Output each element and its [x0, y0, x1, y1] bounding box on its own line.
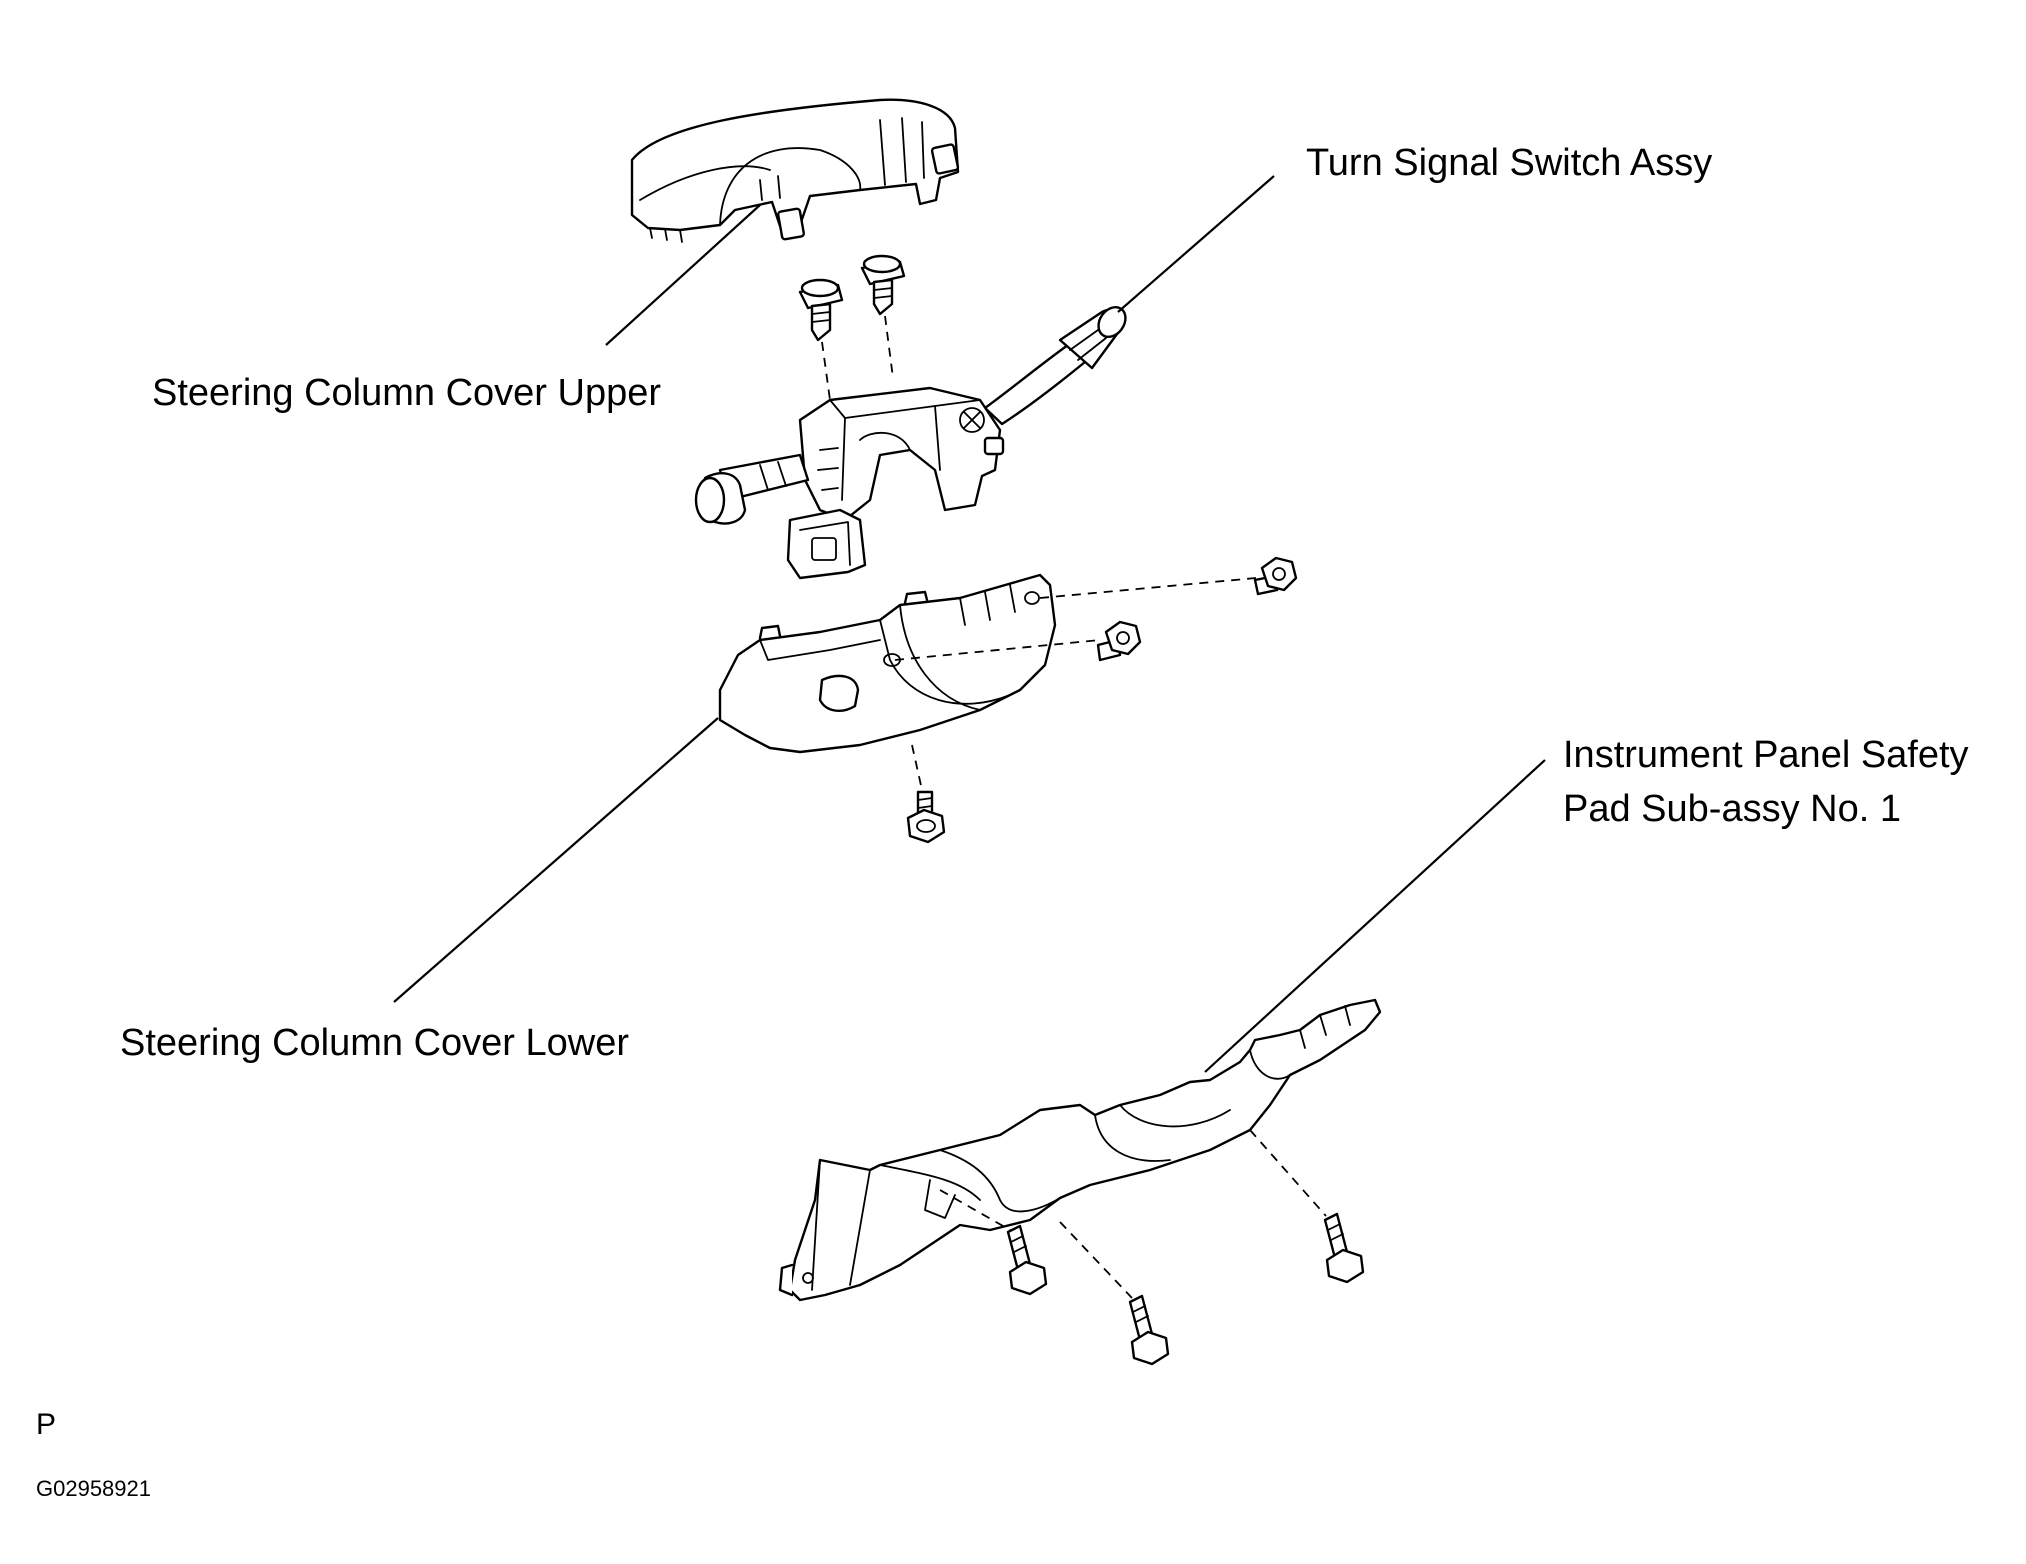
guide-line-screw-5 [911, 744, 923, 791]
screw-upper-right [860, 254, 906, 316]
instrument-panel-safety-pad [778, 998, 1382, 1302]
leader-turn-signal-switch [1117, 175, 1275, 313]
leader-lower-cover [393, 717, 719, 1003]
leader-instrument-panel-pad [1204, 759, 1546, 1073]
label-instrument-panel-safety-pad: Instrument Panel Safety Pad Sub-assy No.… [1563, 728, 1969, 836]
bolt-pad-1 [1006, 1224, 1048, 1296]
label-instrument-panel-line1: Instrument Panel Safety [1563, 734, 1969, 776]
steering-column-cover-lower [718, 573, 1057, 754]
bolt-pad-3 [1323, 1212, 1365, 1284]
turn-signal-switch-assy [694, 305, 1127, 580]
guide-line-screw-4 [894, 639, 1101, 661]
label-steering-column-cover-upper: Steering Column Cover Upper [152, 372, 662, 414]
label-turn-signal-switch-assy: Turn Signal Switch Assy [1306, 142, 1713, 184]
guide-line-screw-1 [821, 341, 831, 401]
label-steering-column-cover-lower: Steering Column Cover Lower [120, 1022, 630, 1064]
guide-line-bolt-2 [1059, 1221, 1133, 1299]
leader-upper-cover [605, 204, 761, 346]
guide-line-bolt-3 [1249, 1129, 1327, 1217]
guide-line-screw-3 [1039, 577, 1257, 599]
steering-column-cover-upper [630, 98, 960, 243]
screw-upper-left [798, 278, 844, 342]
figure-letter: P [36, 1408, 57, 1441]
screw-lower-bottom [906, 790, 946, 844]
screw-lower-right-mid [1096, 620, 1142, 662]
screw-lower-right-top [1253, 556, 1298, 596]
guide-line-bolt-1 [939, 1189, 1011, 1231]
bolt-pad-2 [1128, 1294, 1170, 1366]
figure-code: G02958921 [36, 1476, 151, 1501]
guide-line-screw-2 [884, 315, 894, 379]
label-instrument-panel-line2: Pad Sub-assy No. 1 [1563, 788, 1901, 830]
